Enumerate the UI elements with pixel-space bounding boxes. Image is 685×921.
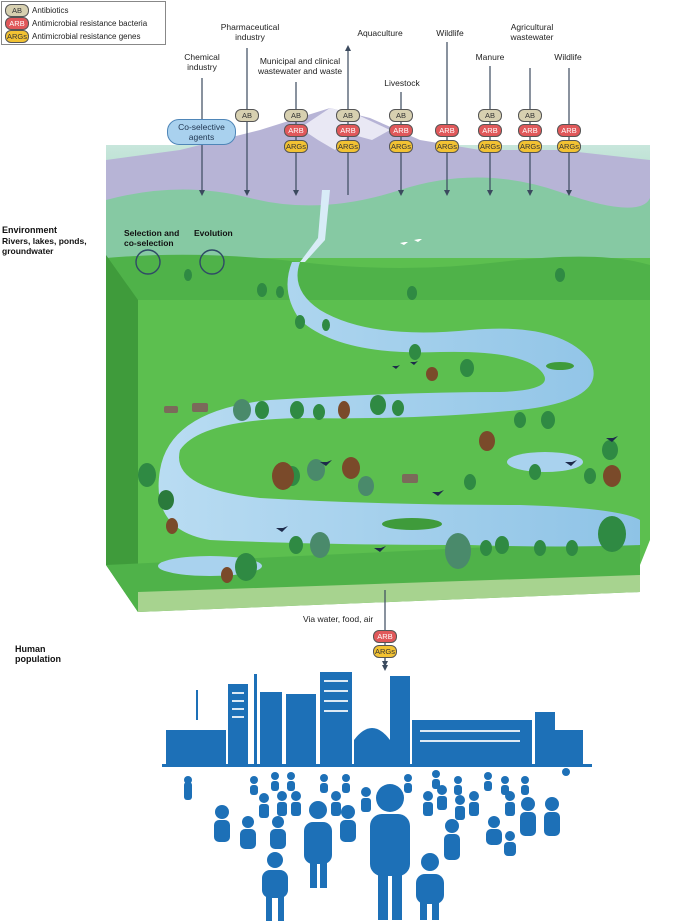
legend-label: Antimicrobial resistance genes — [32, 31, 141, 41]
legend-label: Antibiotics — [32, 5, 69, 15]
source-agricultural-wastewater: Agricultural wastewater — [510, 22, 554, 42]
ground-base — [138, 575, 640, 612]
waterfall — [300, 190, 330, 262]
tag-arb: ARB — [284, 124, 308, 137]
environment-subtitle: Rivers, lakes, ponds, groundwater — [2, 236, 87, 256]
tag-ab: AB — [389, 109, 413, 122]
legend-tag-arb: ARB — [5, 16, 29, 30]
tag-args: ARGs — [336, 140, 360, 153]
tag-arb: ARB — [478, 124, 502, 137]
white-birds — [400, 239, 422, 245]
tag-args: ARGs — [373, 645, 397, 658]
source-wildlife-2: Wildlife — [554, 52, 582, 62]
tag-arb: ARB — [389, 124, 413, 137]
source-manure: Manure — [475, 52, 505, 62]
island — [382, 518, 442, 530]
ground-top-hills — [106, 254, 650, 300]
tag-args: ARGs — [518, 140, 542, 153]
tag-args: ARGs — [557, 140, 581, 153]
tag-args: ARGs — [284, 140, 308, 153]
far-hills — [106, 177, 650, 258]
selection-cycle-icon — [135, 249, 225, 275]
legend-item-arb: ARB Antimicrobial resistance bacteria — [5, 16, 148, 30]
legend-tag-ab: AB — [5, 3, 29, 17]
source-municipal-wastewater: Municipal and clinical wastewater and wa… — [257, 56, 343, 76]
tag-ab: AB — [284, 109, 308, 122]
tag-ab: AB — [336, 109, 360, 122]
source-wildlife: Wildlife — [436, 28, 464, 38]
legend: AB Antibiotics ARB Antimicrobial resista… — [1, 1, 166, 45]
tag-args: ARGs — [435, 140, 459, 153]
legend-item-antibiotics: AB Antibiotics — [5, 3, 69, 17]
tag-ab: AB — [518, 109, 542, 122]
city-skyline — [162, 672, 592, 767]
environment-title: Environment — [2, 225, 58, 235]
window-grid — [232, 680, 520, 742]
tag-arb: ARB — [435, 124, 459, 137]
birds — [276, 361, 618, 552]
tag-arb: ARB — [557, 124, 581, 137]
legend-item-args: ARGs Antimicrobial resistance genes — [5, 29, 141, 43]
tag-args: ARGs — [389, 140, 413, 153]
tag-arb: ARB — [518, 124, 542, 137]
pond-right — [507, 452, 583, 472]
trees — [138, 268, 626, 583]
source-aquaculture: Aquaculture — [357, 28, 403, 38]
co-selective-agents-badge: Co-selective agents — [167, 119, 236, 145]
legend-tag-args: ARGs — [5, 29, 29, 43]
transmission-label: Via water, food, air — [303, 614, 374, 624]
tag-ab: AB — [478, 109, 502, 122]
tag-arb: ARB — [373, 630, 397, 643]
legend-label: Antimicrobial resistance bacteria — [32, 18, 148, 28]
animals — [164, 403, 418, 483]
ground-side-left — [106, 255, 138, 612]
selection-label: Selection and co-selection — [124, 228, 180, 248]
evolution-label: Evolution — [194, 228, 233, 238]
source-pharmaceutical-industry: Pharmaceutical industry — [220, 22, 280, 42]
people-crowd — [184, 768, 570, 921]
source-livestock: Livestock — [384, 78, 420, 88]
tag-ab: AB — [235, 109, 259, 122]
island-small — [546, 362, 574, 370]
tag-arb: ARB — [336, 124, 360, 137]
tag-args: ARGs — [478, 140, 502, 153]
source-chemical-industry: Chemical industry — [184, 52, 220, 72]
human-population-title: Human population — [15, 644, 61, 664]
